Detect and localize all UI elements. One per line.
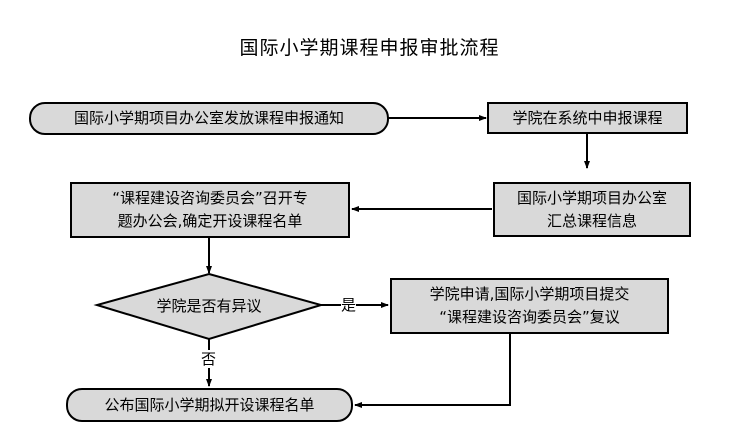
- node-committee-meeting-line2: 题办公会,确定开设课程名单: [117, 212, 303, 230]
- edge-label-no: 否: [201, 350, 217, 368]
- node-committee-meeting: “课程建设咨询委员会”召开专 题办公会,确定开设课程名单: [70, 182, 350, 238]
- node-college-submit-label: 学院在系统中申报课程: [512, 108, 663, 127]
- node-office-summary-line1: 国际小学期项目办公室: [516, 188, 667, 207]
- edge-label-yes: 是: [341, 296, 357, 314]
- diagram-title: 国际小学期课程申报审批流程: [239, 37, 500, 59]
- node-end: 公布国际小学期拟开设课程名单: [66, 388, 353, 422]
- node-appeal: 学院申请,国际小学期项目提交 “课程建设咨询委员会”复议: [390, 278, 669, 334]
- node-office-summary: 国际小学期项目办公室 汇总课程信息: [493, 182, 691, 237]
- node-start: 国际小学期项目办公室发放课程申报通知: [29, 102, 389, 135]
- node-college-submit: 学院在系统中申报课程: [487, 102, 688, 134]
- node-committee-meeting-line1: “课程建设咨询委员会”召开专: [112, 189, 308, 207]
- decision-label: 学院是否有异议: [156, 297, 262, 315]
- node-office-summary-line2: 汇总课程信息: [546, 211, 637, 230]
- node-appeal-line1: 学院申请,国际小学期项目提交: [429, 285, 630, 303]
- node-start-label: 国际小学期项目办公室发放课程申报通知: [73, 109, 344, 127]
- arrow-appeal-to-end: [354, 334, 511, 408]
- node-end-label: 公布国际小学期拟开设课程名单: [104, 395, 315, 414]
- node-appeal-line2: “课程建设咨询委员会”复议: [439, 308, 620, 326]
